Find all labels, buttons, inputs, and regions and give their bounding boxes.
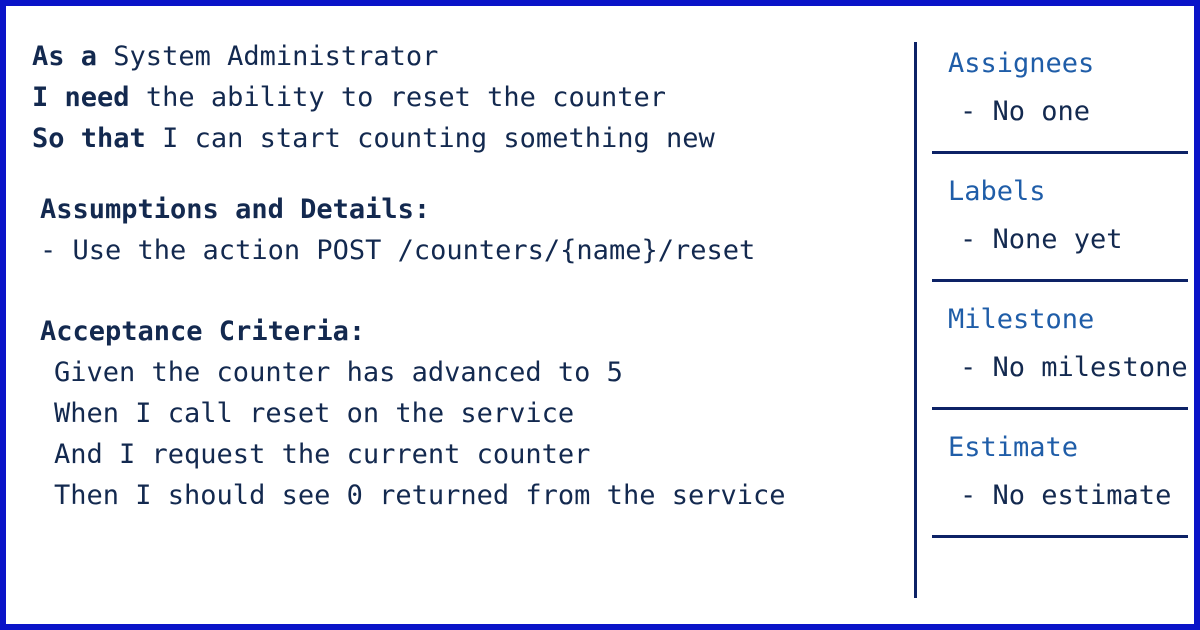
criteria-line: Then I should see 0 returned from the se… (54, 480, 786, 511)
story-line-role: As a System Administrator (32, 36, 892, 77)
story-text: I can start counting something new (162, 123, 715, 154)
sidebar-section-value: - No one (960, 96, 1091, 127)
sidebar-section-value: - None yet (960, 224, 1123, 255)
sidebar-section-title[interactable]: Milestone (948, 304, 1095, 335)
assumption-item: - Use the action POST /counters/{name}/r… (40, 235, 756, 266)
assumptions-heading: Assumptions and Details: (40, 194, 431, 225)
criteria-line: And I request the current counter (54, 439, 591, 470)
story-text: the ability to reset the counter (145, 82, 666, 113)
sidebar-divider (914, 42, 917, 598)
sidebar-section-title[interactable]: Estimate (948, 432, 1079, 463)
sidebar-section-value: - No estimate (960, 480, 1172, 511)
section-separator (932, 407, 1188, 410)
criteria-line: Given the counter has advanced to 5 (54, 357, 623, 388)
sidebar-section-milestone: Milestone - No milestone (932, 292, 1190, 420)
sidebar-section-assignees: Assignees - No one (932, 36, 1190, 164)
issue-body: As a System Administrator I need the abi… (32, 36, 892, 516)
story-keyword: I need (32, 82, 130, 113)
story-keyword: As a (32, 41, 98, 72)
section-separator (932, 151, 1188, 154)
issue-sidebar: Assignees - No one Labels - None yet Mil… (932, 36, 1190, 548)
sidebar-section-labels: Labels - None yet (932, 164, 1190, 292)
sidebar-section-estimate: Estimate - No estimate (932, 420, 1190, 548)
story-keyword: So that (32, 123, 146, 154)
acceptance-heading: Acceptance Criteria: (40, 316, 366, 347)
section-separator (932, 535, 1188, 538)
story-text: System Administrator (113, 41, 439, 72)
sidebar-section-value: - No milestone (960, 352, 1188, 383)
criteria-line: When I call reset on the service (54, 398, 575, 429)
story-line-need: I need the ability to reset the counter (32, 77, 892, 118)
sidebar-section-title[interactable]: Assignees (948, 48, 1095, 79)
sidebar-section-title[interactable]: Labels (948, 176, 1046, 207)
section-separator (932, 279, 1188, 282)
story-line-benefit: So that I can start counting something n… (32, 118, 892, 159)
